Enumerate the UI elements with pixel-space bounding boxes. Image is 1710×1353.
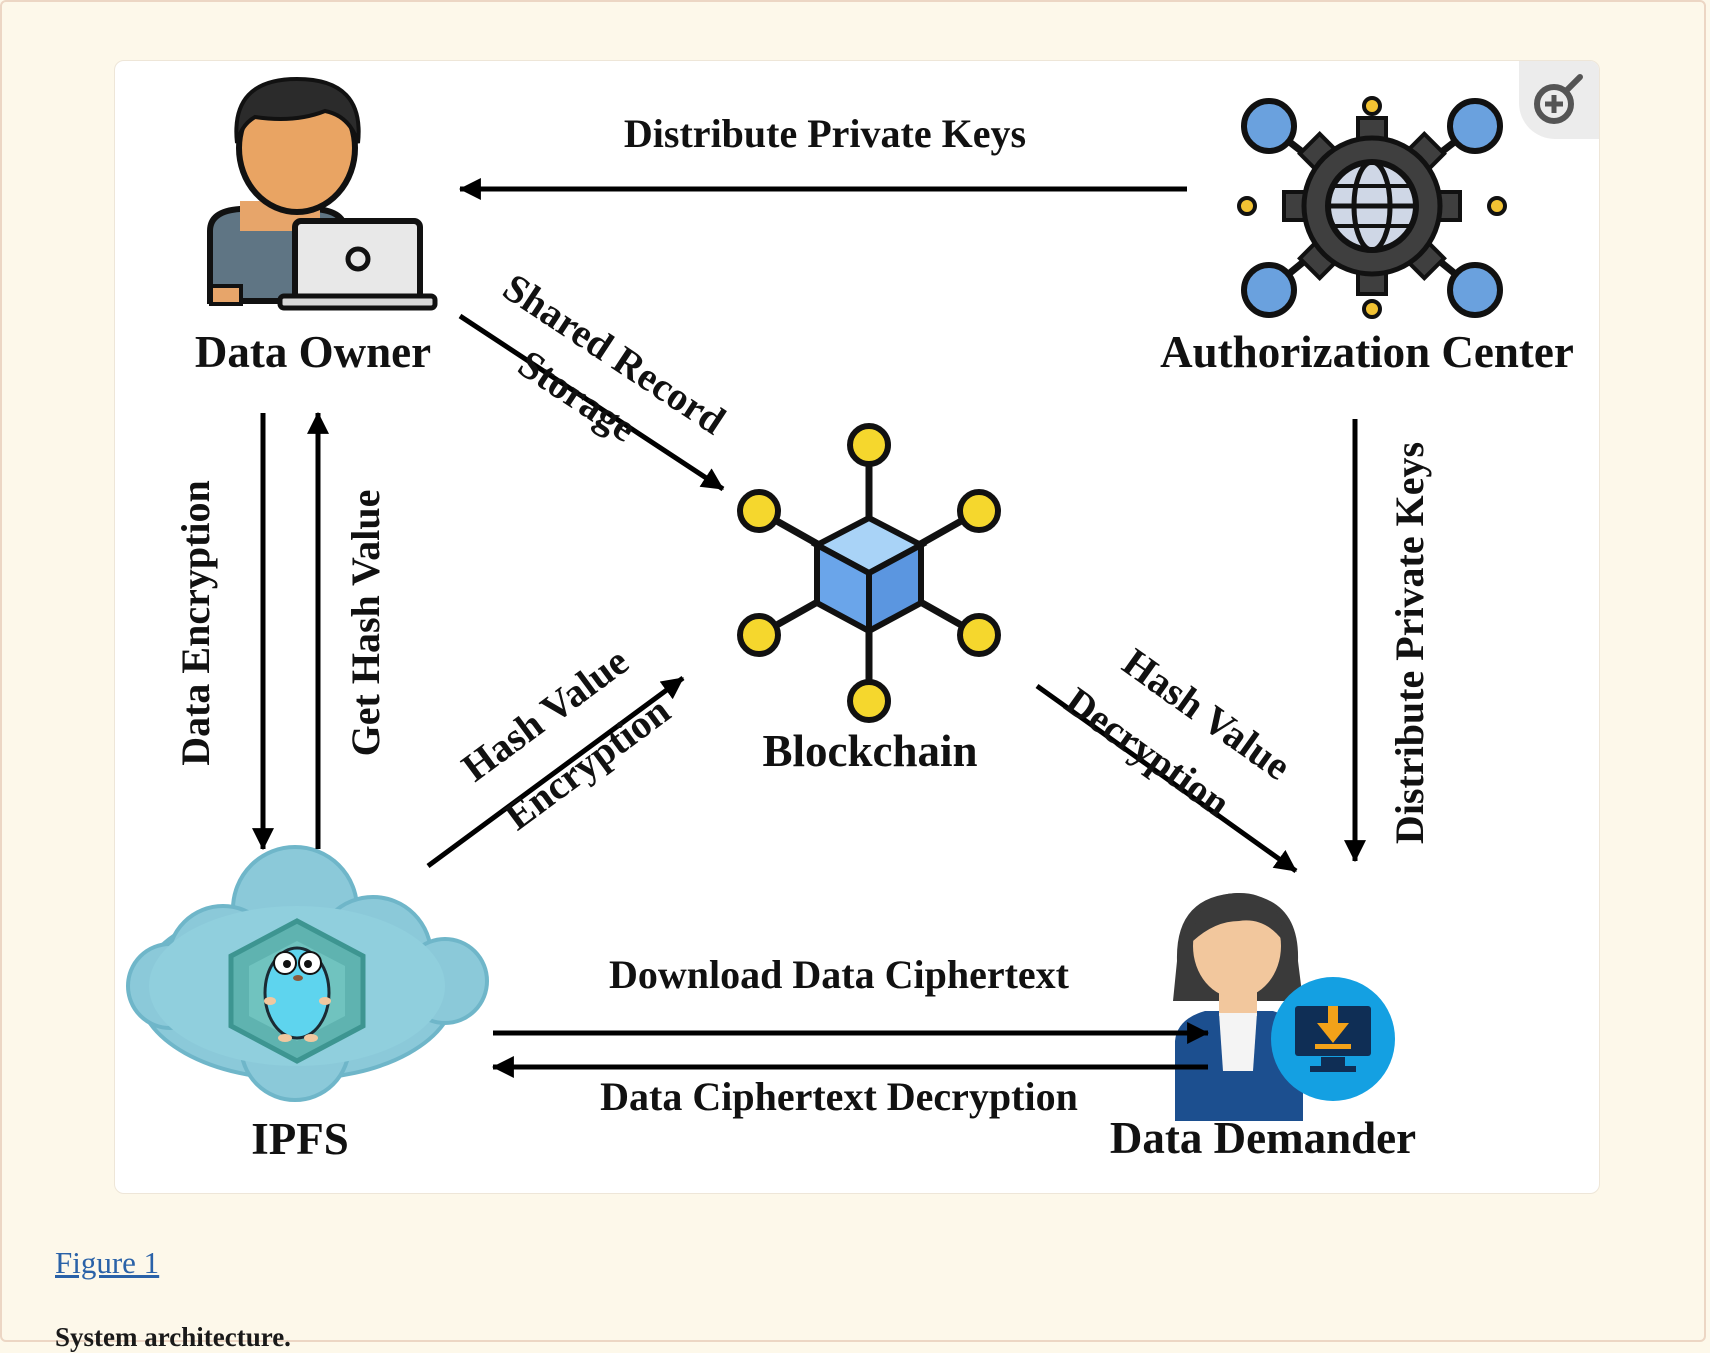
arrow-owner-to-blockchain [458, 313, 725, 492]
woman-download-monitor-icon [1173, 893, 1395, 1121]
architecture-diagram: Data Owner [126, 76, 1574, 1164]
ipfs-label: IPFS [251, 1114, 349, 1164]
ciphertext-decryption-label: Data Ciphertext Decryption [600, 1074, 1078, 1119]
blockchain-label: Blockchain [762, 726, 977, 776]
distribute-keys-right-label: Distribute Private Keys [1387, 442, 1432, 844]
figure-image[interactable]: Data Owner [114, 60, 1600, 1194]
cube-network-icon [737, 423, 1001, 723]
zoom-button[interactable] [1519, 61, 1599, 139]
person-laptop-icon [207, 76, 438, 311]
zoom-in-icon [1534, 74, 1583, 124]
distribute-keys-top-label: Distribute Private Keys [624, 111, 1026, 156]
figure-caption: System architecture. [55, 1322, 291, 1352]
download-ciphertext-label: Download Data Ciphertext [609, 952, 1070, 997]
figure-link[interactable]: Figure 1 [55, 1245, 160, 1280]
cloud-gopher-icon [126, 845, 489, 1102]
authorization-center-label: Authorization Center [1160, 327, 1574, 377]
arrow-blockchain-to-demander [1035, 683, 1298, 874]
data-encryption-label: Data Encryption [173, 480, 218, 766]
data-demander-label: Data Demander [1110, 1113, 1416, 1163]
data-owner-label: Data Owner [195, 327, 431, 377]
get-hash-value-label: Get Hash Value [343, 490, 388, 757]
gear-globe-network-icon [1237, 96, 1507, 319]
arrow-ipfs-to-blockchain [426, 675, 685, 869]
